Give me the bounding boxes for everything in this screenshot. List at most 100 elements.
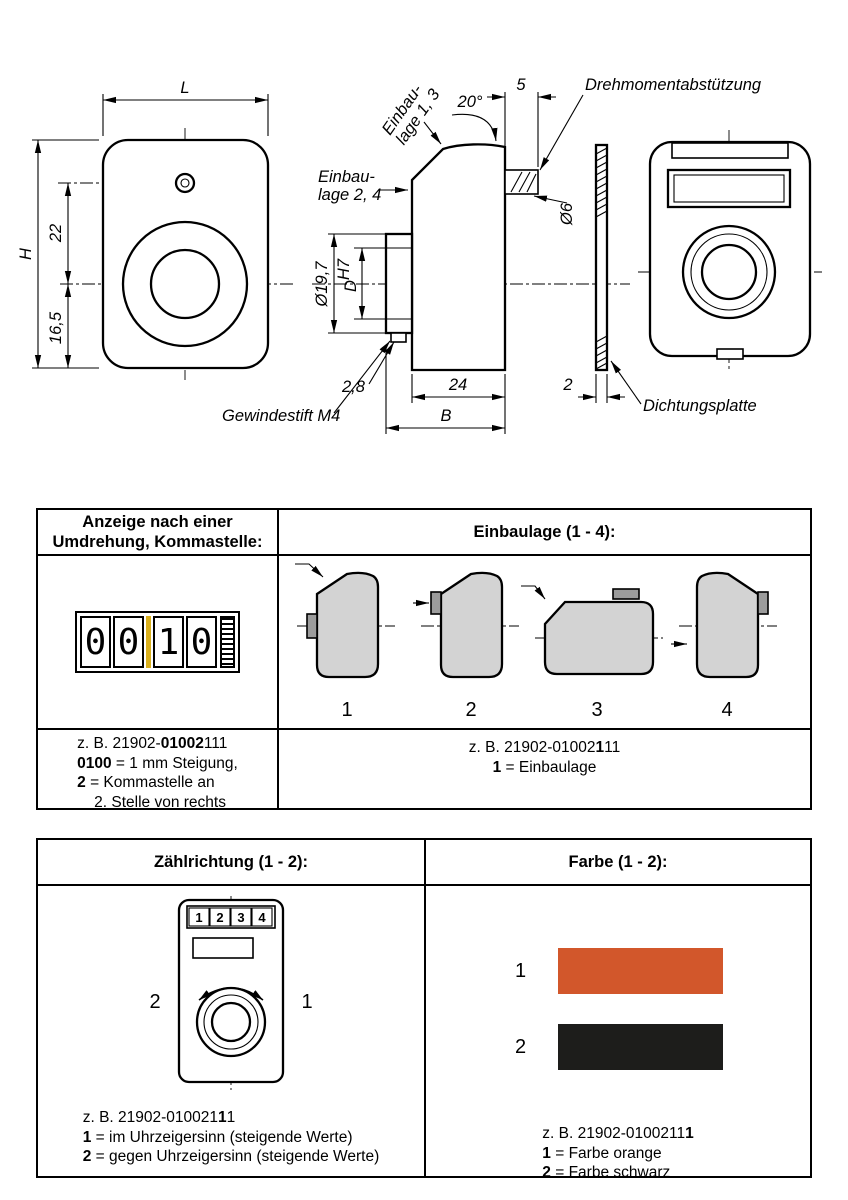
table1-body-einbaulage: 1 2 3	[279, 556, 810, 728]
seal-hatch-bottom	[595, 335, 608, 370]
note-line: 2 = Kommastelle an	[77, 774, 215, 792]
knurl-wheel	[220, 616, 235, 668]
display-window-inner	[673, 174, 785, 203]
table1-header-anzeige-line2: Umdrehung, Kommastelle:	[52, 533, 263, 551]
position-number: 3	[591, 699, 602, 721]
dim-o6-label: Ø6	[558, 202, 576, 226]
swatch-number: 2	[514, 1035, 527, 1058]
table2-header-zaehlrichtung: Zählrichtung (1 - 2):	[38, 840, 426, 886]
table1-header-anzeige-line1: Anzeige nach einer	[82, 512, 233, 531]
direction-label-2: 2	[149, 991, 160, 1013]
einbaulage-position-3: 3	[520, 585, 663, 721]
einbaulage-24-line1: Einbau-	[318, 168, 375, 186]
dim-22: 22	[47, 183, 72, 284]
top-clip	[671, 142, 789, 159]
knob-inner	[210, 1001, 252, 1043]
set-screw-hole-inner	[180, 178, 190, 188]
direction-label-1: 1	[301, 991, 312, 1013]
einbaulage-13-leader	[423, 121, 442, 145]
display-digits: 1 2 3 4	[188, 907, 273, 927]
note-line: 0100 = 1 mm Steigung,	[77, 754, 238, 772]
table1-header-einbaulage: Einbaulage (1 - 4):	[279, 510, 810, 556]
table1-note-einbaulage: z. B. 21902-01002111 1 = Einbaulage	[279, 728, 810, 808]
dim-L-label: L	[180, 79, 189, 97]
dichtungsplatte-label: Dichtungsplatte	[643, 397, 757, 415]
display-digit: 1	[195, 910, 202, 925]
table1-note-anzeige: z. B. 21902-01002111 0100 = 1 mm Steigun…	[38, 728, 279, 811]
counter-digit: 0	[80, 616, 111, 668]
side-view: Ø19,7 DH7 Einbau- lage 2, 4 Einbau- lage…	[222, 76, 762, 434]
bore-inner-circle	[149, 248, 221, 320]
table2-header-farbe: Farbe (1 - 2):	[426, 840, 810, 886]
einbaulage-24-line2: lage 2, 4	[318, 186, 381, 204]
front-view: L H 22 16,5	[17, 79, 294, 380]
seal-hatch-top	[595, 147, 608, 218]
position-number: 2	[465, 699, 476, 721]
dim-H-label: H	[17, 248, 35, 260]
dim-D-label: DH7	[335, 258, 360, 292]
dim-o6: Ø6	[533, 195, 576, 226]
rotation-arrows	[198, 987, 264, 1001]
example-code-line: z. B. 21902-01002111	[82, 1109, 236, 1126]
drehmoment-label: Drehmomentabstützung	[585, 76, 762, 94]
seal-plate-outline	[594, 143, 609, 372]
table2-body-zaehlrichtung: 1 2 3 4 2 1 z. B. 21902-01002111 1 = im …	[38, 886, 426, 1176]
bore-inner-right	[700, 243, 758, 301]
note-line: 2 = gegen Uhrzeigersinn (steigende Werte…	[82, 1148, 380, 1166]
table1-header-anzeige: Anzeige nach einer Umdrehung, Kommastell…	[38, 510, 279, 556]
note-line: 1 = im Uhrzeigersinn (steigende Werte)	[82, 1128, 353, 1146]
label-dichtungsplatte: Dichtungsplatte	[610, 360, 757, 415]
counter-display: 0 0 1 0	[75, 611, 240, 673]
table-zaehlrichtung-farbe: Zählrichtung (1 - 2): Farbe (1 - 2):	[36, 838, 812, 1181]
display-digit: 2	[216, 910, 223, 925]
dim-o19-7-label: Ø19,7	[313, 261, 331, 308]
display-digit: 3	[237, 910, 244, 925]
note-line: 1 = Einbaulage	[492, 758, 597, 776]
dim-20deg: 20°	[451, 93, 498, 142]
dim-H: H	[17, 139, 99, 369]
dim-o19-7: Ø19,7	[313, 233, 386, 334]
dim-2-label: 2	[562, 376, 572, 394]
set-screw	[390, 332, 407, 343]
bore-mid-right	[690, 233, 768, 311]
position-number: 1	[341, 699, 352, 721]
table2-body-farbe: 1 2 z. B. 21902-01002111 1 = Farbe orang…	[426, 886, 810, 1181]
table2-note-farbe: z. B. 21902-01002111 1 = Farbe orange 2 …	[542, 1124, 693, 1183]
dim-B-label: B	[440, 407, 451, 425]
einbaulage-position-1: 1	[294, 563, 395, 721]
color-swatches: 1 2	[514, 948, 723, 1070]
counter-digit: 1	[153, 616, 184, 668]
dim-16-5-label: 16,5	[47, 311, 65, 344]
position-number: 4	[721, 699, 732, 721]
dim-16-5: 16,5	[47, 284, 72, 368]
label-einbaulage-2-4: Einbau- lage 2, 4	[318, 168, 408, 204]
small-window	[192, 937, 254, 959]
table1-body-counter: 0 0 1 0	[38, 556, 279, 728]
dim-20deg-label: 20°	[457, 93, 483, 111]
dim-B: B	[385, 346, 506, 434]
counter-digit: 0	[186, 616, 217, 668]
swatch-row-schwarz: 2	[514, 1024, 723, 1070]
table-anzeige-einbaulage: Anzeige nach einer Umdrehung, Kommastell…	[36, 508, 812, 811]
body-profile	[410, 143, 507, 372]
bottom-tab	[716, 348, 744, 360]
example-code-line: z. B. 21902-01002111	[468, 739, 621, 756]
zaehlrichtung-diagram: 1 2 3 4 2 1	[149, 896, 313, 1090]
einbaulage-position-4: 4	[670, 571, 777, 721]
example-code-line: z. B. 21902-01002111	[542, 1125, 694, 1142]
swatch-row-orange: 1	[514, 948, 723, 994]
gewindestift-label: Gewindestift M4	[222, 407, 340, 425]
hollow-shaft	[384, 232, 414, 335]
torque-pin	[504, 169, 539, 195]
dim-22-label: 22	[47, 224, 65, 243]
dim-5: 5	[487, 76, 556, 167]
technical-drawing: L H 22 16,5	[17, 76, 822, 434]
perspective-view	[638, 130, 822, 370]
seal-plate-view: 2 Dichtungsplatte	[562, 143, 757, 415]
comma-position-marker	[146, 616, 151, 668]
einbaulage-diagrams: 1 2 3	[294, 563, 777, 721]
dim-D-H7: DH7	[335, 247, 386, 320]
counter-digit: 0	[113, 616, 144, 668]
swatch-number: 1	[514, 959, 527, 982]
